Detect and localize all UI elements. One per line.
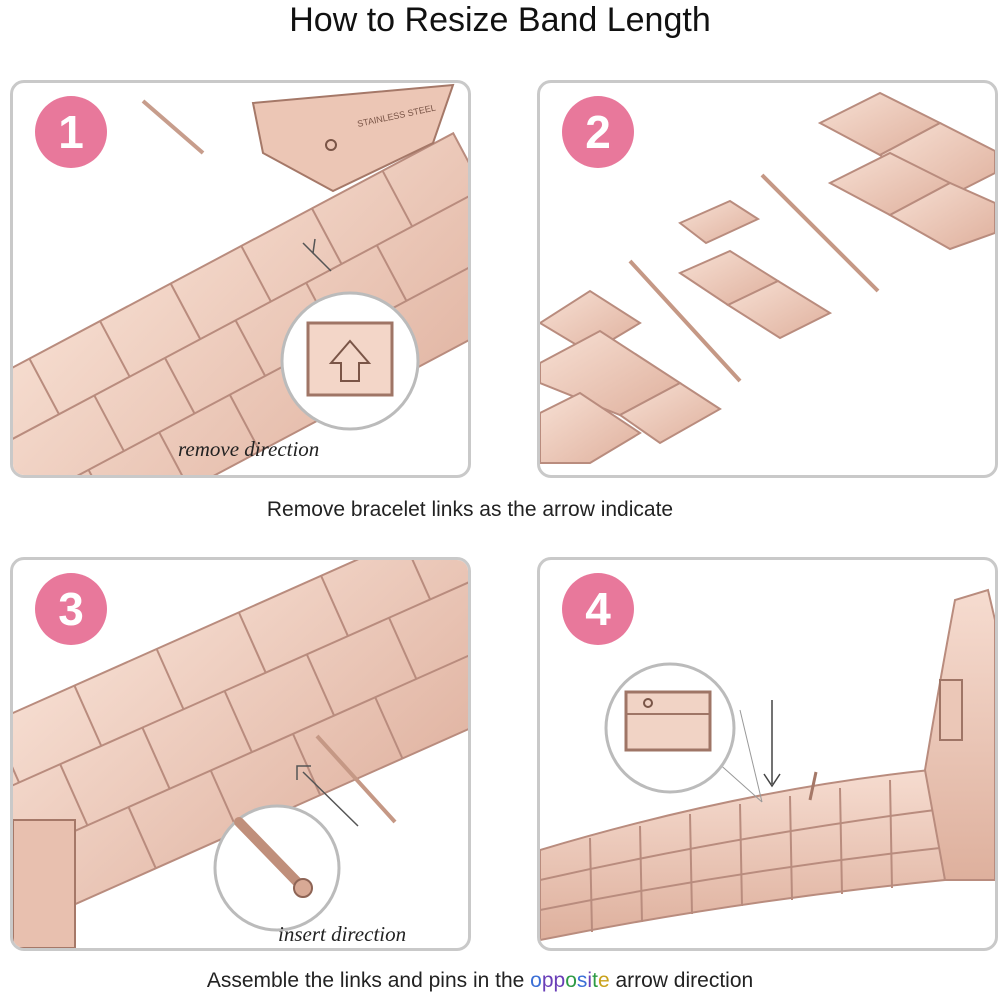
assemble-instruction-before: Assemble the links and pins in the [206, 969, 531, 992]
step-2-panel: 2 [537, 80, 998, 478]
band-remove-illustration: STAINLESS STEEL [13, 83, 468, 475]
assemble-instruction: Assemble the links and pins in the oppos… [0, 969, 960, 993]
remove-direction-caption: remove direction [178, 437, 320, 461]
band-insert-illustration [13, 560, 468, 948]
assemble-instruction-after: arrow direction [609, 969, 754, 992]
page-title: How to Resize Band Length [289, 1, 711, 39]
separated-links-illustration [540, 91, 995, 464]
step-3-panel: 3 insert direction [10, 557, 471, 951]
insert-direction-caption: insert direction [278, 922, 407, 946]
opposite-highlight: opposite [530, 969, 610, 992]
remove-instruction: Remove bracelet links as the arrow indic… [266, 498, 674, 521]
step-1-badge: 1 [35, 96, 107, 168]
assembled-band-illustration [540, 588, 995, 942]
step-4-panel: 4 [537, 557, 998, 951]
step-4-badge: 4 [562, 573, 634, 645]
step-1-panel: STAINLESS STEEL 1 remove direction [10, 80, 471, 478]
step-3-badge: 3 [35, 573, 107, 645]
step-2-badge: 2 [562, 96, 634, 168]
